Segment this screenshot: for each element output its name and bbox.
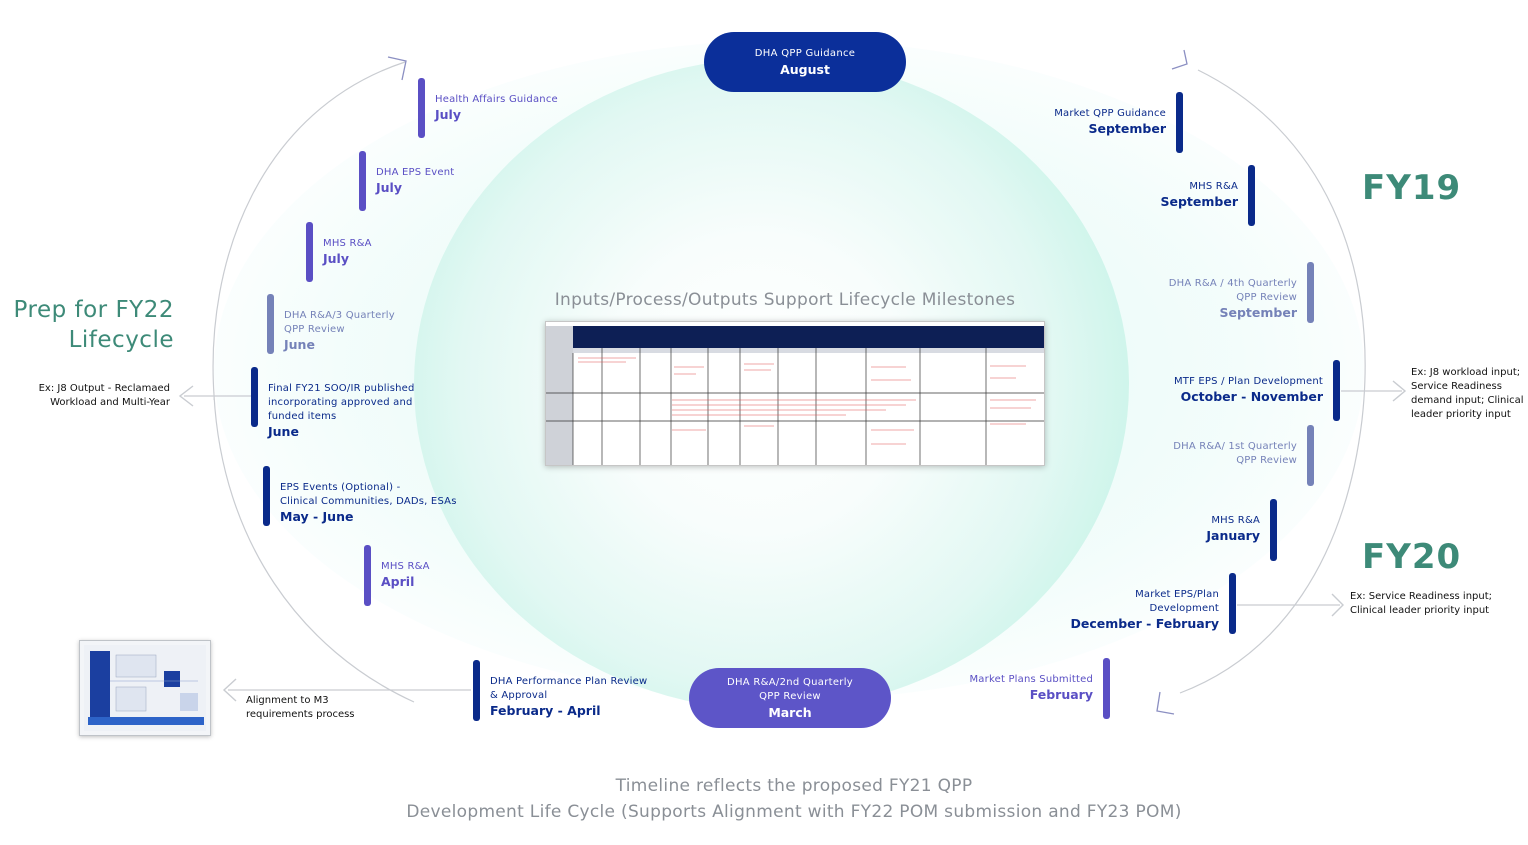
center-title: Inputs/Process/Outputs Support Lifecycle… (554, 290, 1016, 310)
milestone-bar (1176, 92, 1183, 153)
milestone-bar (1229, 573, 1236, 634)
milestone-bar (364, 545, 371, 606)
milestone-label: Clinical Communities, DADs, ESAs (280, 496, 457, 507)
service-readiness-arrow-icon (1331, 593, 1344, 617)
note-line: Service Readiness (1411, 381, 1502, 392)
note-line: leader priority input (1411, 409, 1511, 420)
left-arc-arrowhead-icon (387, 56, 407, 81)
milestone-month: February (1029, 687, 1093, 702)
milestone-bar (1270, 499, 1277, 561)
milestone-label: QPP Review (1236, 292, 1297, 303)
milestone-label: DHA R&A / 4th Quarterly (1168, 278, 1297, 289)
note-line: Alignment to M3 (246, 695, 329, 706)
note-line: Clinical leader priority input (1350, 605, 1490, 616)
milestone-label: EPS Events (Optional) - (280, 482, 401, 493)
milestone-month: October - November (1180, 389, 1323, 404)
milestone-label: DHA EPS Event (376, 167, 455, 178)
milestone-label: MHS R&A (1189, 181, 1238, 192)
note-j8-output: Ex: J8 Output - Reclamaed Workload and M… (20, 382, 170, 410)
milestone-label: Market EPS/Plan (1135, 589, 1219, 600)
m3-alignment-arrow-icon (222, 678, 237, 702)
pill-label: DHA QPP Guidance (754, 47, 856, 59)
milestone-bar (263, 466, 270, 526)
footer-line1: Timeline reflects the proposed FY21 QPP (615, 776, 973, 796)
milestone-bar (1248, 165, 1255, 226)
right-arc-bottom-arrowhead-icon (1156, 691, 1175, 715)
note-j8-workload: Ex: J8 workload input; Service Readiness… (1411, 366, 1527, 422)
milestone-month: July (435, 107, 461, 122)
milestone-month: September (1219, 305, 1298, 320)
note-line: requirements process (246, 709, 355, 720)
milestone-label: QPP Review (284, 324, 345, 335)
pill-dha-ra-2nd-quarterly: DHA R&A/2nd Quarterly QPP Review March (689, 668, 891, 728)
prep-title-line1: Prep for FY22 (13, 297, 174, 323)
milestone-month: April (381, 574, 415, 589)
milestone-label: DHA R&A/ 1st Quarterly (1173, 441, 1297, 452)
milestone-label: MHS R&A (1211, 515, 1260, 526)
table-thumbnail-graphic (546, 326, 1044, 465)
milestone-label: Health Affairs Guidance (435, 94, 558, 105)
prep-fy22-title: Prep for FY22 Lifecycle (0, 295, 174, 355)
right-arc (1179, 69, 1366, 694)
m3-process-thumbnail (79, 640, 211, 736)
milestone-month: July (323, 251, 349, 266)
milestone-label: QPP Review (1236, 455, 1297, 466)
milestone-label: MHS R&A (323, 238, 372, 249)
milestone-month: December - February (1070, 616, 1219, 631)
milestone-bar (1103, 658, 1110, 719)
fy20-title: FY20 (1362, 537, 1462, 577)
milestone-month: July (376, 180, 402, 195)
milestone-label: DHA R&A/3 Quarterly (284, 310, 395, 321)
milestone-label: MTF EPS / Plan Development (1173, 376, 1323, 387)
note-line: Ex: J8 workload input; (1411, 367, 1521, 378)
pill-label-line1: DHA R&A/2nd Quarterly (726, 676, 854, 688)
footer-line2: Development Life Cycle (Supports Alignme… (406, 802, 1182, 822)
note-line: Workload and Multi-Year (50, 397, 170, 408)
note-line: demand input; Clinical (1411, 395, 1524, 406)
milestone-bar (418, 78, 425, 138)
milestone-bar (359, 151, 366, 211)
milestone-bar (267, 294, 274, 354)
milestone-month: February - April (490, 703, 601, 718)
milestone-label: Development (1149, 603, 1219, 614)
milestone-label: MHS R&A (381, 561, 430, 572)
pill-dha-qpp-guidance: DHA QPP Guidance August (704, 32, 906, 92)
milestone-bar (473, 660, 480, 721)
j8-workload-arrow-icon (1392, 380, 1407, 402)
milestone-label: Market QPP Guidance (1054, 108, 1166, 119)
milestone-month: September (1160, 194, 1239, 209)
milestone-label: incorporating approved and (268, 397, 413, 408)
milestone-month: June (284, 337, 315, 352)
milestone-label: Market Plans Submitted (969, 674, 1093, 685)
pill-month: March (768, 704, 812, 720)
milestone-label: DHA Performance Plan Review (490, 676, 648, 687)
note-line: Ex: Service Readiness input; (1350, 591, 1493, 602)
note-line: Ex: J8 Output - Reclamaed (38, 383, 170, 394)
milestone-bar (306, 222, 313, 282)
milestone-month: September (1088, 121, 1167, 136)
milestone-bar (1307, 425, 1314, 486)
milestone-label: Final FY21 SOO/IR published (268, 383, 415, 394)
note-m3-alignment: Alignment to M3 requirements process (246, 694, 406, 722)
milestone-bar (251, 367, 258, 427)
milestone-bar (1307, 262, 1314, 323)
pill-label-line2: QPP Review (759, 690, 821, 702)
m3-thumbnail-graphic (84, 645, 206, 731)
milestone-month: June (268, 424, 299, 439)
pill-month: August (780, 61, 830, 77)
milestone-bar (1333, 360, 1340, 421)
right-arc-top-arrowhead-icon (1171, 49, 1188, 70)
milestone-month: January (1206, 528, 1260, 543)
prep-title-line2: Lifecycle (68, 327, 174, 353)
milestone-month: May - June (280, 509, 354, 524)
milestones-table-thumbnail (545, 321, 1045, 466)
milestone-label: funded items (268, 411, 337, 422)
milestone-label: & Approval (490, 690, 548, 701)
note-service-readiness: Ex: Service Readiness input; Clinical le… (1350, 590, 1520, 618)
fy19-title: FY19 (1362, 168, 1462, 208)
j8-output-arrow-icon (178, 385, 194, 407)
